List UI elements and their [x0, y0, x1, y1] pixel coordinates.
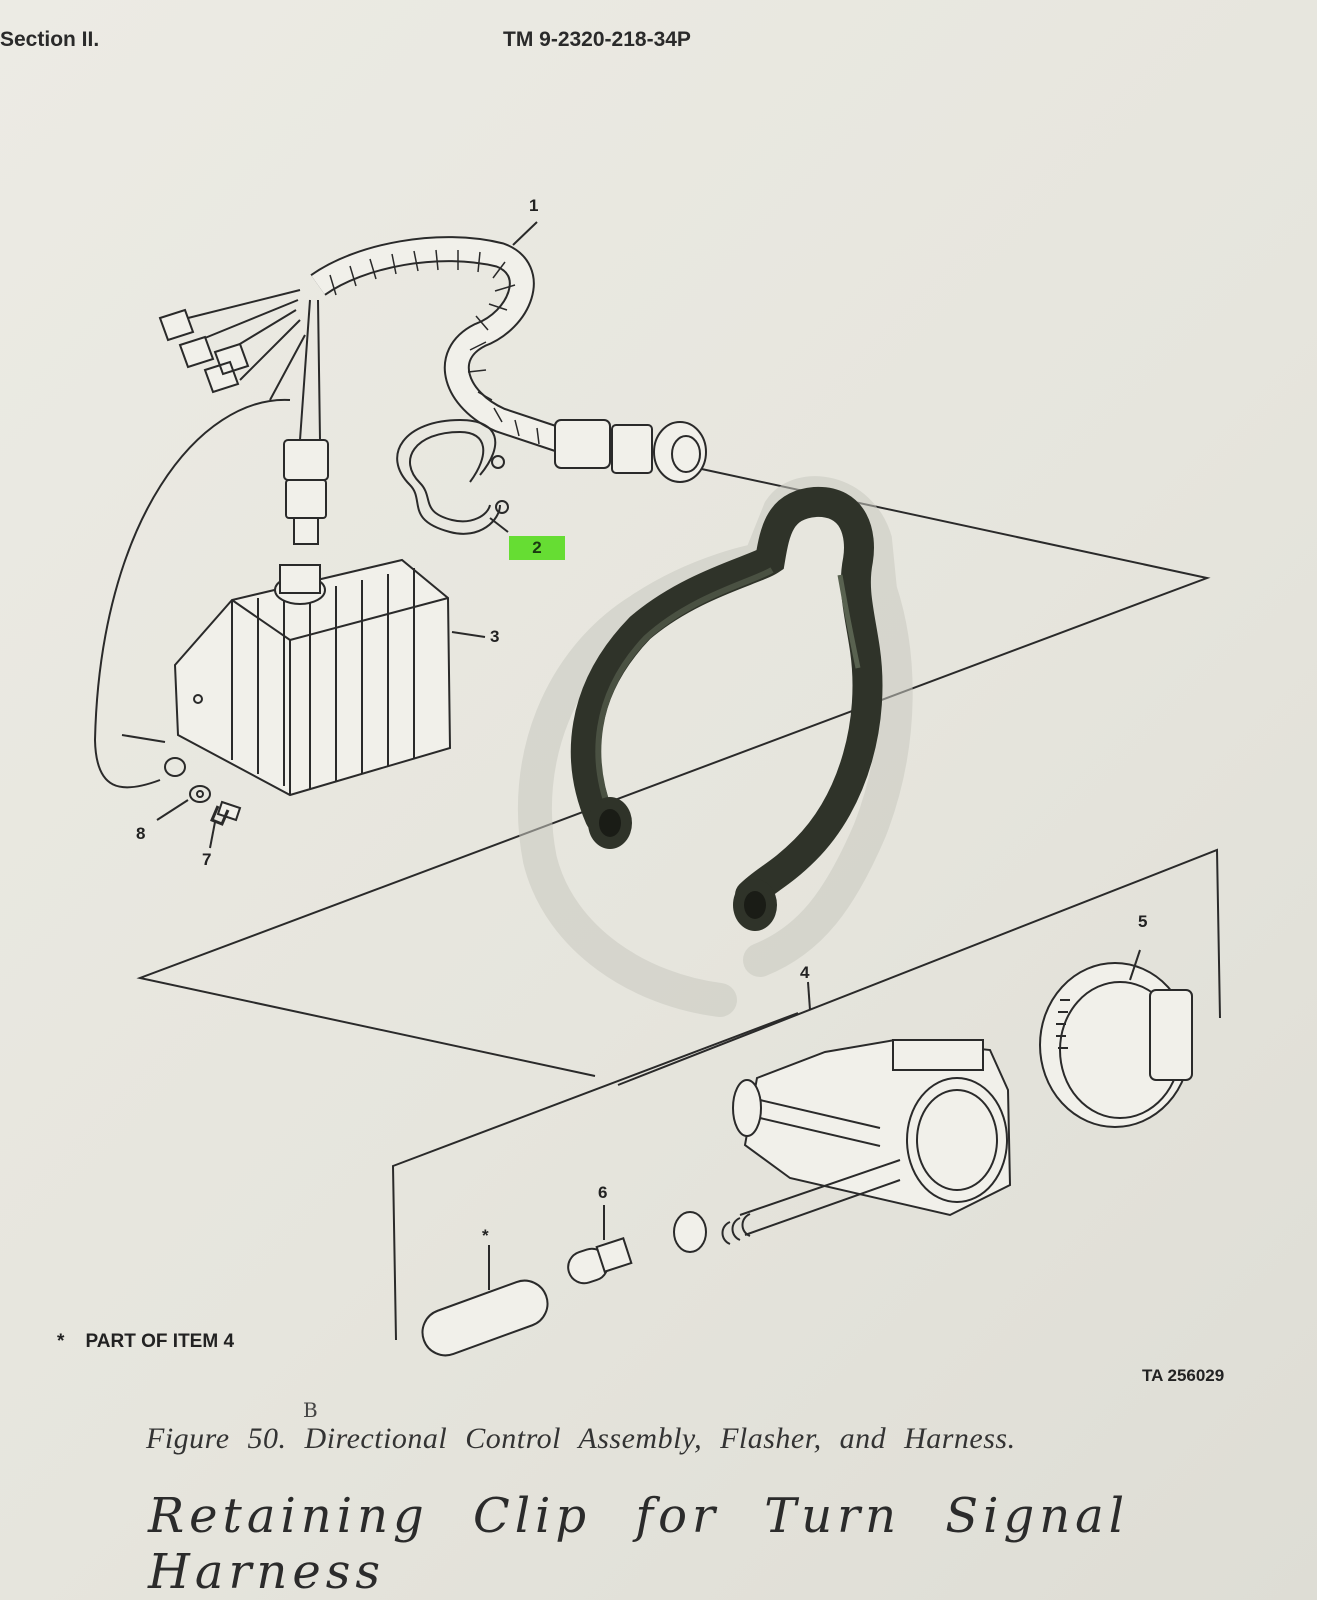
footnote-star: *	[57, 1331, 65, 1352]
section-label: Section II.	[0, 28, 100, 51]
callout-5: 5	[1138, 912, 1148, 931]
callout-8: 8	[136, 824, 146, 843]
callout-1: 1	[529, 196, 539, 215]
screw-washer-drawing	[121, 734, 242, 849]
caption-annotation: B	[303, 1398, 318, 1422]
hose-clamp-drawing	[1039, 949, 1193, 1128]
frame-line-bottom	[391, 1012, 799, 1341]
frame-line-upper	[136, 467, 1211, 1077]
callout-2-highlighted: 2	[509, 536, 565, 560]
flasher-drawing	[173, 439, 486, 797]
figure-caption: Figure 50. Directional Control Assembly,…	[146, 1422, 1016, 1455]
footnote-text: PART OF ITEM 4	[85, 1331, 235, 1352]
handwritten-note: Retaining Clip for Turn Signal Harness	[148, 1488, 1130, 1600]
directional-control-drawing	[673, 981, 1012, 1253]
callout-6: 6	[598, 1183, 608, 1202]
callout-4: 4	[800, 963, 810, 982]
footnote-part-of-item-4: * PART OF ITEM 4	[57, 1331, 234, 1353]
manual-number: TM 9-2320-218-34P	[503, 28, 691, 51]
lens-drawing	[421, 1245, 549, 1357]
callout-star: *	[482, 1226, 489, 1245]
callout-7: 7	[202, 850, 212, 869]
clip-photo	[517, 476, 913, 1017]
callout-3: 3	[490, 627, 500, 646]
retaining-clip-drawing	[396, 418, 509, 535]
frame-line-lower	[617, 848, 1221, 1086]
drawing-number: TA 256029	[1142, 1366, 1225, 1385]
lamp-bulb-drawing	[567, 1205, 633, 1285]
wiring-harness-drawing	[93, 236, 707, 789]
